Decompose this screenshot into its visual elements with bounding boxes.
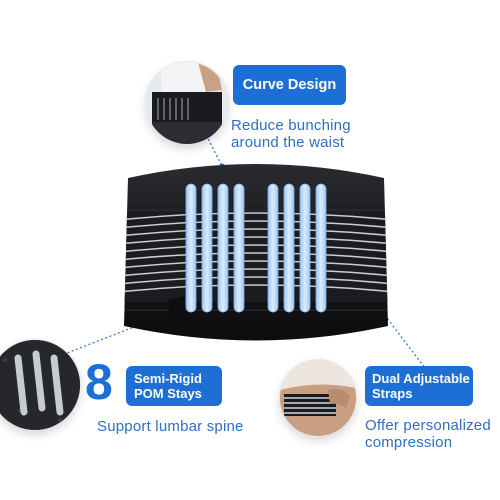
adjustable-straps-label: Dual Adjustable Straps bbox=[365, 366, 473, 406]
waist-closeup-photo bbox=[146, 62, 228, 144]
curve-design-label: Curve Design bbox=[233, 65, 346, 105]
pom-stays-label: Semi-Rigid POM Stays bbox=[126, 366, 222, 406]
curve-design-description: Reduce bunching around the waist bbox=[231, 117, 351, 151]
pom-stays-description: Support lumbar spine bbox=[97, 418, 244, 435]
back-brace-belt bbox=[124, 164, 388, 341]
stays-count: 8 bbox=[85, 354, 113, 410]
curve-design-title: Curve Design bbox=[242, 77, 337, 93]
pom-stays bbox=[185, 183, 327, 313]
stays-closeup-photo bbox=[0, 340, 80, 430]
strap-worn-photo bbox=[280, 360, 356, 436]
adjustable-straps-description: Offer personalized compression bbox=[365, 417, 491, 451]
